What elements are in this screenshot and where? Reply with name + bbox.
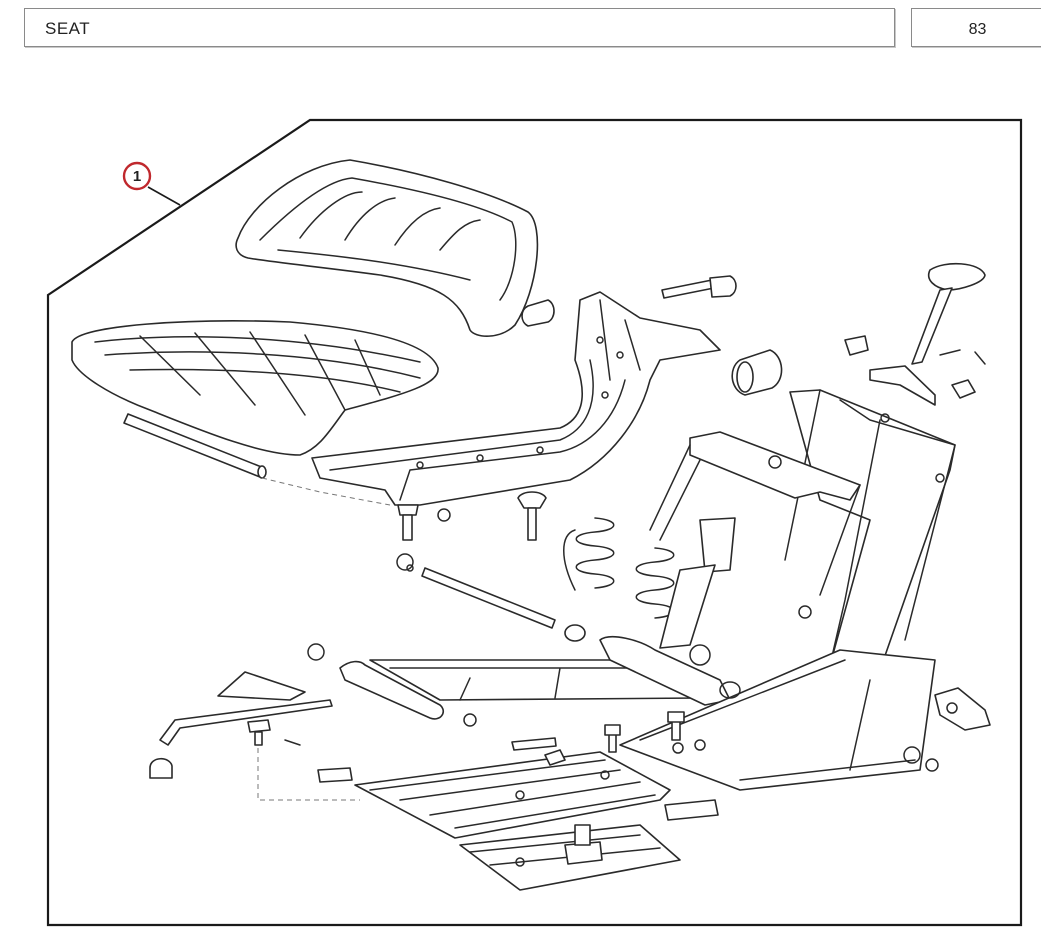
bolt-mid xyxy=(517,491,547,541)
washers xyxy=(307,473,945,699)
slide-rails xyxy=(317,737,719,839)
suspension-upright xyxy=(649,389,956,676)
mount-plate xyxy=(459,824,681,891)
page-number: 83 xyxy=(968,21,987,38)
lever-knob-side xyxy=(903,687,991,772)
callout-1[interactable]: 1 xyxy=(122,161,181,206)
spring-left xyxy=(563,517,615,591)
small-fittings xyxy=(844,335,986,406)
bushing-large xyxy=(731,349,783,396)
pivot-rod xyxy=(396,553,586,642)
bushing-small xyxy=(521,299,555,327)
base-plate xyxy=(619,649,936,791)
seat-pan-frame xyxy=(311,291,721,506)
section-title: SEAT xyxy=(45,19,91,38)
page-number-box: 83 xyxy=(911,8,1041,47)
section-title-box: SEAT xyxy=(24,8,895,47)
bolts-lower xyxy=(463,711,685,754)
seat-cushion xyxy=(71,320,439,456)
bolt-left xyxy=(397,504,451,541)
release-lever xyxy=(149,671,333,779)
backrest xyxy=(235,159,539,337)
callout-number: 1 xyxy=(133,168,141,185)
shock-absorber xyxy=(659,517,736,649)
scissor-linkage xyxy=(339,635,731,720)
adjustment-knob xyxy=(911,262,986,365)
spring-right xyxy=(635,547,675,619)
diagram-frame xyxy=(46,118,1023,927)
bolt-top xyxy=(661,275,737,299)
seat-rod xyxy=(123,413,267,479)
